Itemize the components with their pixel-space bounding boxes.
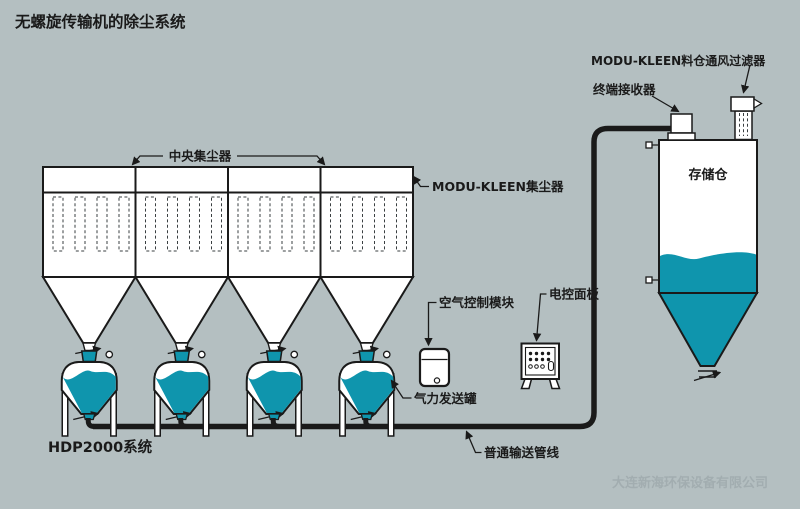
leader-lines [131,64,751,454]
label-silo-vent-filter: MODU-KLEEN料仓通风过滤器 [591,53,766,68]
air-control-module [418,347,451,388]
panel-buttons [528,351,551,362]
transmitter-vessel-2 [154,349,209,437]
label-pneumatic-transmitter: 气力发送罐 [413,391,477,406]
transmitter-vessel-1 [62,349,117,437]
silo-material-level [660,252,756,292]
silo-level-sensor-low [645,276,653,284]
terminal-receiver [667,113,696,141]
label-central-collector: 中央集尘器 [169,149,232,164]
transmitter-vessel-4 [339,349,394,437]
page-title: 无螺旋传输机的除尘系统 [14,12,186,31]
label-system-name: HDP2000系统 [48,438,153,456]
label-air-control-module: 空气控制模块 [439,295,515,310]
storage-silo [645,139,759,382]
transmitter-vessel-3 [247,349,302,437]
silo-vent-filter [730,96,763,141]
silo-cone [657,292,759,367]
label-terminal-receiver: 终端接收器 [593,82,656,97]
label-electric-control-panel: 电控面板 [549,287,600,302]
vent-filter-flag [753,97,763,110]
central-dust-collector [42,166,414,352]
label-storage-silo: 存储仓 [688,167,728,183]
panel-lamps [528,364,545,369]
company-watermark: 大连新海环保设备有限公司 [612,475,768,491]
conveying-pipeline [93,125,673,430]
vent-filter-cap [730,96,755,112]
silo-level-sensor-high [645,141,653,149]
label-conveying-pipeline: 普通输送管线 [484,445,560,460]
electric-control-panel [520,342,561,390]
label-modu-kleen-collector: MODU-KLEEN集尘器 [432,179,564,194]
panel-switch [547,360,555,372]
